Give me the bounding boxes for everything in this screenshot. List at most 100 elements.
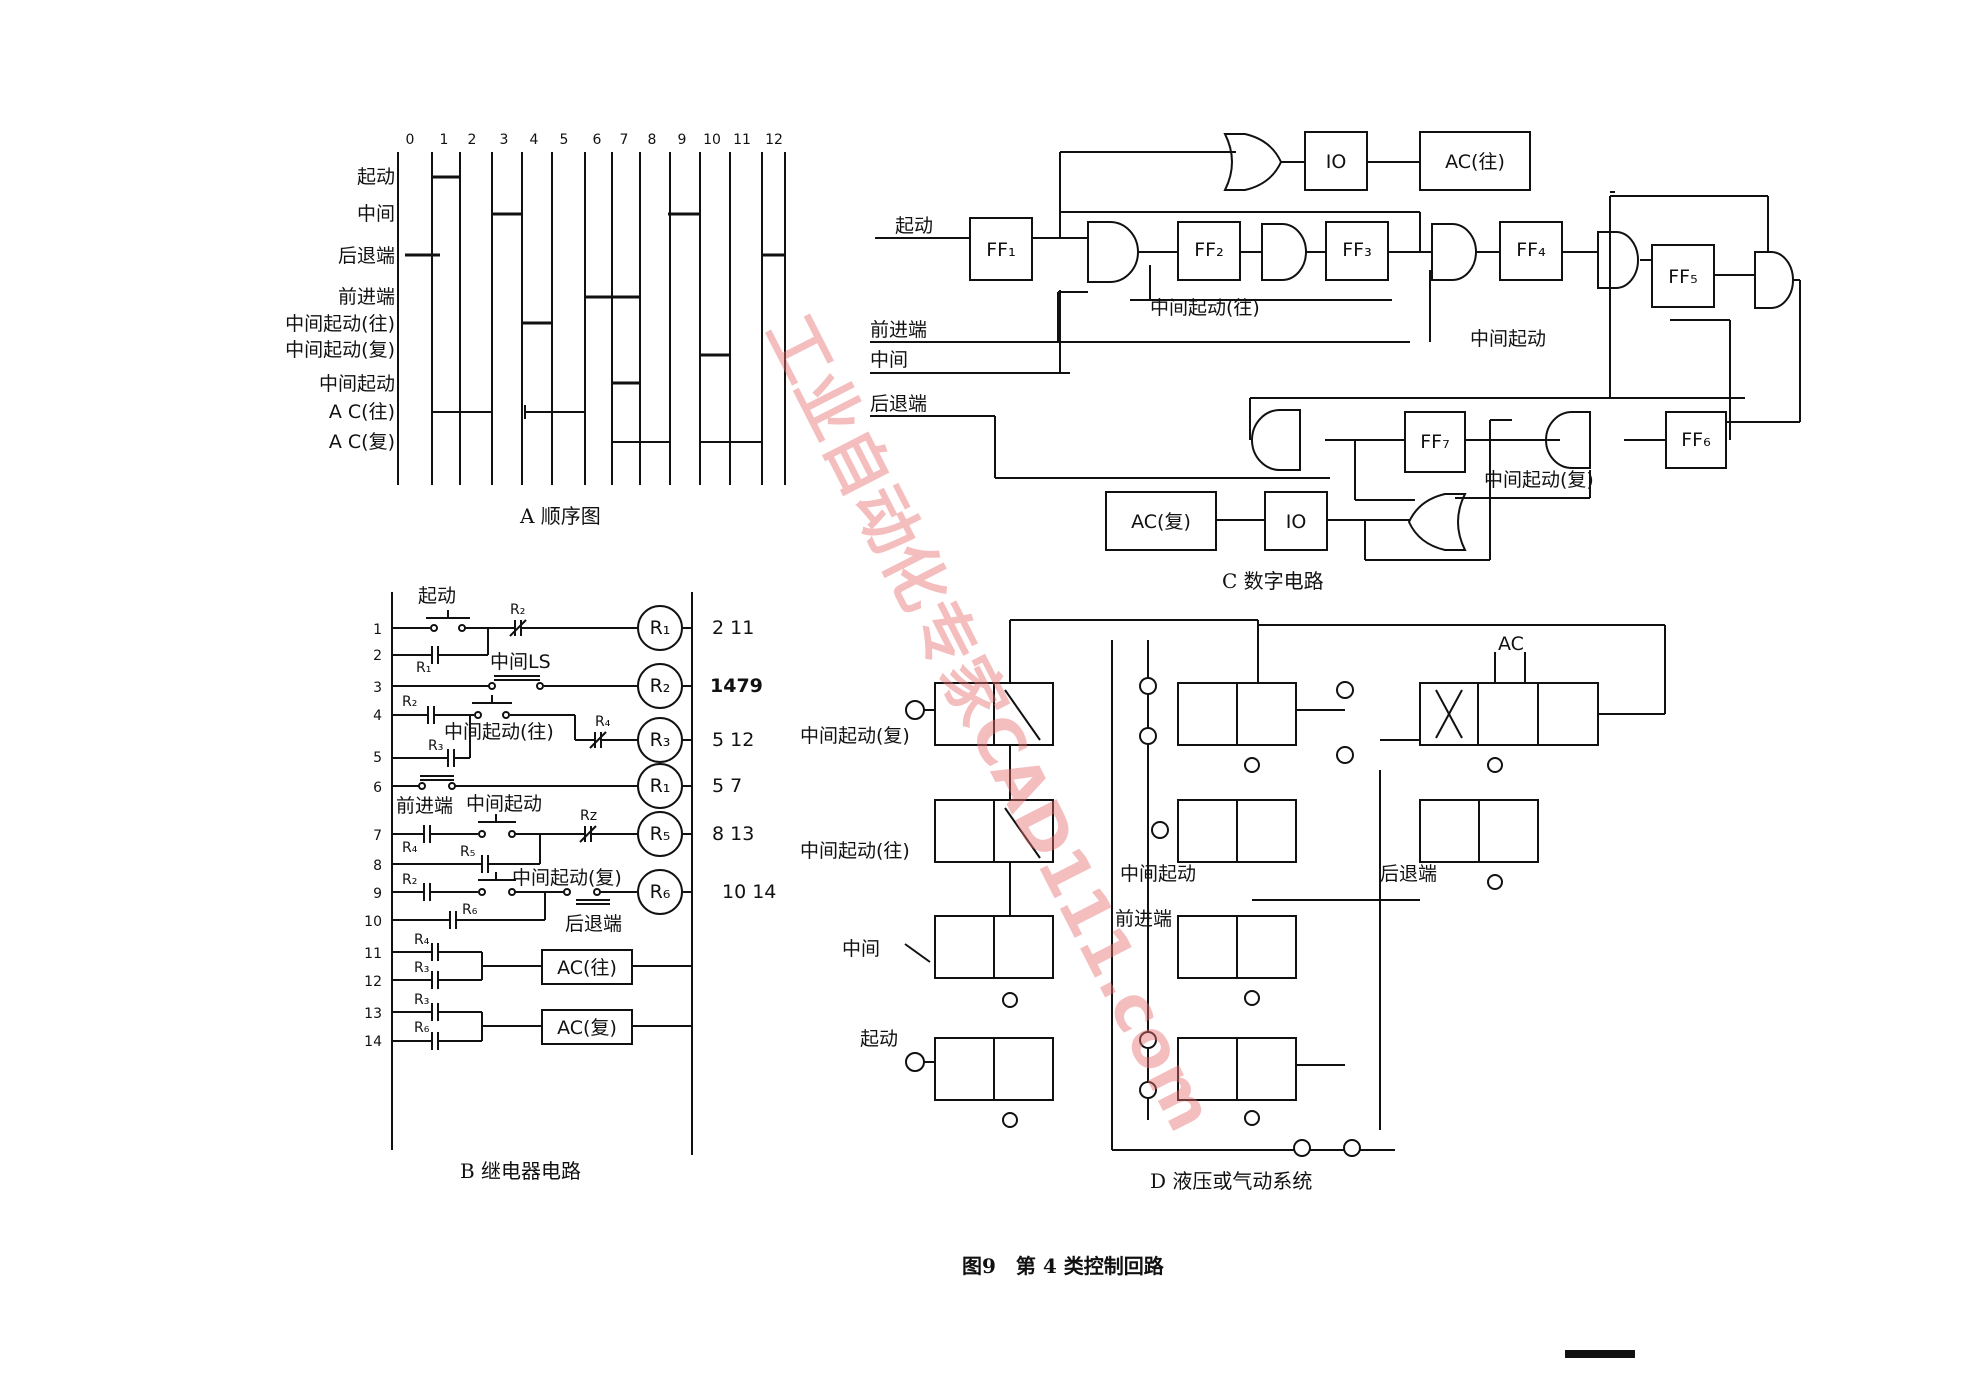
figure-caption: 图9 第 4 类控制回路 — [962, 1254, 1165, 1278]
time-grid — [397, 152, 786, 485]
label-r6: R₆ — [462, 902, 478, 918]
io-upper: IO — [1304, 131, 1368, 191]
panel-a-caption: A 顺序图 — [519, 504, 601, 528]
and-gates — [1087, 221, 1794, 471]
tick-label: 11 — [733, 132, 751, 148]
label-r3: R₃ — [428, 738, 443, 754]
circuit-notes: 中间起动(往) 中间起动 中间起动(复) — [1150, 297, 1594, 491]
panel-d-fluid-system: 中间起动(复) 中间起动(往) 中间 起动 中间起动 — [800, 619, 1666, 1193]
output-ac-return: AC(复) — [1105, 491, 1217, 551]
svg-text:中间起动(复): 中间起动(复) — [800, 725, 910, 747]
ref-r5: 8 13 — [712, 823, 754, 845]
valve-start: 起动 — [860, 1028, 1054, 1128]
svg-text:FF₆: FF₆ — [1681, 429, 1710, 451]
flipflops: FF₁ FF₂ FF₃ FF₄ FF₅ FF₆ FF₇ — [969, 217, 1727, 473]
ref-r4: 5 7 — [712, 775, 742, 797]
ff5: FF₅ — [1651, 244, 1715, 308]
note-mid-start-ret: 中间起动(复) — [1484, 469, 1594, 491]
coil-r3: R₃ — [637, 717, 683, 763]
row-label: 中间起动(复) — [285, 339, 395, 361]
rung-number: 6 — [373, 780, 382, 796]
label-mid-start-ret: 中间起动(复) — [512, 867, 622, 889]
label-back-end: 后退端 — [565, 913, 622, 935]
svg-text:R₆: R₆ — [650, 881, 671, 903]
svg-text:AC(往): AC(往) — [1445, 151, 1505, 173]
ff2: FF₂ — [1177, 221, 1241, 281]
or-gates — [1223, 133, 1467, 551]
tick-label: 2 — [468, 132, 477, 148]
label-mid-start: 中间起动 — [466, 793, 542, 815]
rung-number: 3 — [373, 680, 382, 696]
rung-number: 4 — [373, 708, 382, 724]
label-r3-b: R₃ — [414, 960, 429, 976]
svg-text:FF₃: FF₃ — [1342, 239, 1371, 261]
coil-references: 2 11 1479 5 12 5 7 8 13 10 14 — [710, 617, 776, 903]
tick-label: 1 — [440, 132, 449, 148]
svg-text:AC(往): AC(往) — [557, 957, 617, 979]
label-r4: R₄ — [595, 714, 611, 730]
valve-back-end: 后退端 — [1380, 799, 1539, 890]
coil-r1: R₁ — [637, 605, 683, 651]
inputs: 起动 前进端 中间 后退端 — [870, 215, 1410, 479]
label-r2-c: R₂ — [402, 872, 417, 888]
note-mid-start: 中间起动 — [1470, 328, 1546, 350]
tick-label: 8 — [648, 132, 657, 148]
label-r3-c: R₃ — [414, 992, 429, 1008]
label-r4-b: R₄ — [402, 840, 418, 856]
valve-fwd-end: 前进端 — [1115, 908, 1297, 1006]
label-mid-ls: 中间LS — [490, 651, 551, 673]
io-lower: IO — [1264, 491, 1328, 551]
panel-c-digital-circuit: 起动 前进端 中间 后退端 FF₁ FF₂ FF₃ FF₄ FF₅ FF₆ FF… — [870, 131, 1801, 593]
label-r2-b: R₂ — [402, 694, 417, 710]
tick-label: 10 — [703, 132, 721, 148]
label-r6-b: R₆ — [414, 1020, 430, 1036]
svg-text:中间起动: 中间起动 — [1120, 863, 1196, 885]
svg-text:中间: 中间 — [842, 938, 880, 960]
svg-text:前进端: 前进端 — [1115, 908, 1172, 930]
ref-r2: 1479 — [710, 675, 763, 697]
output-ac-forward: AC(往) — [1419, 131, 1531, 191]
digital-wiring — [1032, 151, 1801, 561]
tick-label: 3 — [500, 132, 509, 148]
timing-traces — [405, 175, 785, 449]
rung-number: 14 — [364, 1034, 382, 1050]
tick-label: 0 — [406, 132, 415, 148]
svg-text:FF₇: FF₇ — [1420, 431, 1449, 453]
row-label: A C(往) — [329, 401, 395, 423]
rung-number: 12 — [364, 974, 382, 990]
label-fwd-end: 前进端 — [396, 795, 453, 817]
tick-label: 4 — [530, 132, 539, 148]
output-ac-forward: AC(往) — [541, 949, 692, 985]
row-label: A C(复) — [329, 431, 395, 453]
ff1: FF₁ — [969, 217, 1033, 281]
panel-d-caption: D 液压或气动系统 — [1150, 1169, 1312, 1193]
svg-text:中间起动(往): 中间起动(往) — [800, 840, 910, 862]
row-label: 中间 — [357, 203, 395, 225]
svg-text:后退端: 后退端 — [1380, 863, 1437, 885]
tick-label: 9 — [678, 132, 687, 148]
svg-text:FF₁: FF₁ — [986, 239, 1015, 261]
valve-mid-start: 中间起动 — [1120, 799, 1297, 885]
valve-center-bottom — [1177, 1037, 1297, 1126]
panel-c-caption: C 数字电路 — [1222, 569, 1324, 593]
coil-r2: R₂ — [637, 663, 683, 709]
coil-r5: R₅ — [637, 811, 683, 857]
ladder-wiring — [391, 610, 637, 1050]
ref-r3: 5 12 — [712, 729, 754, 751]
tick-label: 12 — [765, 132, 783, 148]
watermark: 工业自动化专家CAD111.com — [751, 304, 1227, 1143]
label-r2: R₂ — [510, 602, 525, 618]
label-mid-start-fwd: 中间起动(往) — [444, 721, 554, 743]
input-mid: 中间 — [870, 349, 908, 371]
rung-number: 11 — [364, 946, 382, 962]
label-r1: R₁ — [416, 660, 431, 676]
rung-number: 10 — [364, 914, 382, 930]
panel-b-caption: B 继电器电路 — [460, 1159, 581, 1183]
output-ac-return: AC(复) — [541, 1009, 692, 1045]
row-label: 前进端 — [338, 286, 395, 308]
